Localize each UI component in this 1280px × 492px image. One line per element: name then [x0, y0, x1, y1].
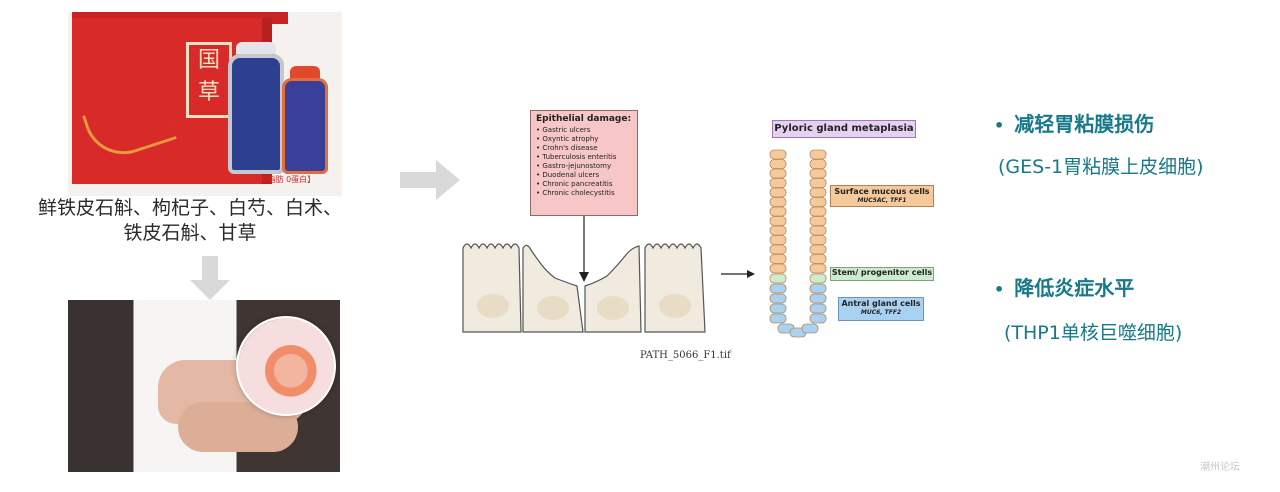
surface-cells-markers: MUC5AC, TFF1 [857, 197, 907, 204]
epithelium-diagram [462, 216, 755, 333]
gland-cell [809, 273, 827, 284]
gland-cell [809, 197, 827, 207]
gland-cell [769, 168, 787, 179]
gland-cell [769, 225, 787, 236]
ingredients-line-1: 鲜铁皮石斛、枸杞子、白芍、白术、 [37, 197, 342, 219]
patient-photo [68, 300, 340, 472]
antral-cells-markers: MUC6, TFF2 [860, 309, 902, 316]
gland-cell [769, 254, 787, 264]
gland-cell [809, 244, 827, 255]
gland-cell [769, 159, 787, 169]
effect-1-title: • 减轻胃粘膜损伤 [994, 108, 1154, 137]
bullet-dot-icon: • [994, 116, 1005, 135]
gland-cell [809, 313, 827, 324]
gland-cell [809, 225, 827, 236]
damage-arrow-head [579, 272, 589, 282]
brand-seal: 国草 [186, 42, 232, 118]
damage-item: Duodenal ulcers [536, 171, 632, 180]
gland-cell [769, 187, 787, 198]
damage-item: Tuberculosis enteritis [536, 153, 632, 162]
damage-title: Epithelial damage: [536, 114, 632, 124]
product-tagline: 【0蔗糖 0脂肪 0蛋白】 [230, 175, 316, 184]
gland-cell [809, 235, 827, 245]
watermark-logo: 潮州论坛 [1200, 462, 1240, 473]
gland-cell-column [769, 149, 827, 338]
pyloric-label: Pyloric gland metaplasia [772, 120, 916, 138]
gland-cell [809, 254, 827, 264]
effect-2-title-text: 降低炎症水平 [1014, 276, 1135, 300]
gland-cell [809, 206, 827, 217]
stomach-magnifier-illustration [236, 316, 336, 416]
gland-cell [769, 263, 787, 274]
can-lid-small [290, 66, 320, 80]
gland-cell [769, 273, 787, 284]
gland-cell [809, 149, 827, 160]
stem-cells-label: Stem/ progenitor cells [830, 267, 934, 281]
gland-cell [809, 178, 827, 188]
gland-arrow-head [747, 270, 755, 278]
damage-item: Gastric ulcers [536, 126, 632, 135]
arrow-right-icon [400, 160, 460, 200]
gland-cell [769, 244, 787, 255]
epithelial-damage-box: Epithelial damage: Gastric ulcers Oxynti… [530, 110, 638, 216]
gland-cell [809, 263, 827, 274]
antral-cells-label: Antral gland cells MUC6, TFF2 [838, 297, 924, 321]
product-photo: 国草 【0蔗糖 0脂肪 0蛋白】 [68, 12, 342, 196]
gland-cell [769, 293, 787, 304]
gland-cell [809, 283, 827, 294]
gland-cell [769, 303, 787, 314]
damage-list: Gastric ulcers Oxyntic atrophy Crohn's d… [536, 126, 632, 198]
effect-1-title-text: 减轻胃粘膜损伤 [1014, 112, 1155, 136]
surface-cells-title: Surface mucous cells [834, 187, 930, 196]
surface-cells-label: Surface mucous cells MUC5AC, TFF1 [830, 185, 934, 207]
damage-item: Oxyntic atrophy [536, 135, 632, 144]
effect-2-detail: (THP1单核巨噬细胞) [1004, 322, 1183, 344]
bullet-dot-icon: • [994, 280, 1005, 299]
gland-cell [809, 159, 827, 169]
ingredients-line-2: 铁皮石斛、甘草 [123, 222, 257, 244]
gland-cell [769, 235, 787, 245]
gland-cell [769, 313, 787, 324]
gland-cell [809, 293, 827, 304]
gland-cell [809, 168, 827, 179]
ingredients-text: 鲜铁皮石斛、枸杞子、白芍、白术、 铁皮石斛、甘草 [10, 196, 370, 246]
gland-cell [769, 283, 787, 294]
cell-4 [644, 243, 706, 333]
effect-2-title: • 降低炎症水平 [994, 272, 1134, 301]
antral-cells-title: Antral gland cells [841, 299, 921, 308]
damage-item: Crohn's disease [536, 144, 632, 153]
gland-cell [801, 323, 819, 334]
pyloric-gland-drawing [769, 149, 827, 338]
damage-item: Chronic cholecystitis [536, 189, 632, 198]
damage-item: Chronic pancreatitis [536, 180, 632, 189]
gland-cell [809, 187, 827, 198]
damage-item: Gastro-jejunostomy [536, 162, 632, 171]
cell-nuclei [477, 294, 691, 320]
gland-cell [809, 303, 827, 314]
gland-cell [769, 178, 787, 188]
gland-cell [769, 149, 787, 160]
figure-file-label: PATH_5066_F1.tif [640, 350, 731, 361]
gland-cell [809, 216, 827, 226]
cell-1 [462, 243, 522, 333]
effect-1-detail: (GES-1胃粘膜上皮细胞) [998, 156, 1204, 178]
beverage-can-small [282, 78, 328, 174]
gland-cell [769, 197, 787, 207]
gland-cell [769, 216, 787, 226]
gland-cell [769, 206, 787, 217]
arrow-down-icon [190, 256, 230, 300]
beverage-can-large [228, 54, 284, 174]
